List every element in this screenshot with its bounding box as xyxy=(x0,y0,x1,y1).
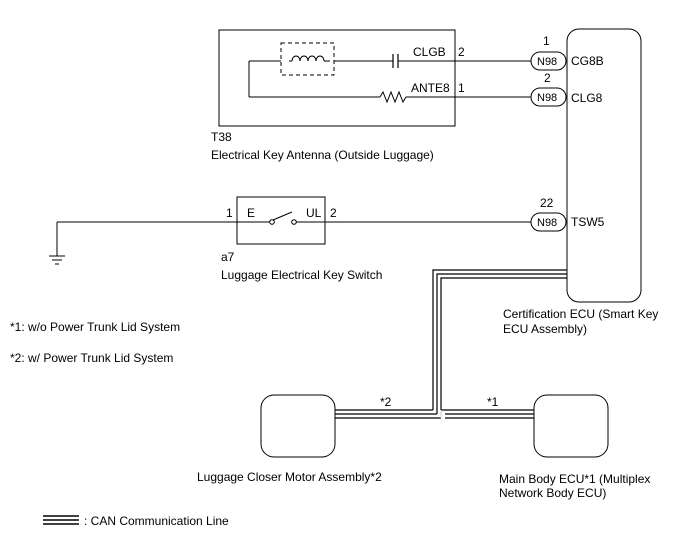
ecu-name-line1: Certification ECU (Smart Key xyxy=(503,307,658,321)
ecu-pin2-num: 2 xyxy=(544,71,551,85)
can-legend-icon xyxy=(43,515,79,525)
ecu-pin1-num: 1 xyxy=(543,34,550,48)
antenna-pin-clgb-num: 2 xyxy=(458,45,465,59)
antenna-coil-icon xyxy=(291,55,325,62)
switch-right-num: 2 xyxy=(330,206,337,220)
connector-n98-pin1 xyxy=(530,51,567,71)
ecu-pin1-label: CG8B xyxy=(571,54,604,68)
closer-motor-box xyxy=(260,394,336,458)
antenna-pin-clgb-label: CLGB xyxy=(413,45,446,59)
switch-code: a7 xyxy=(221,250,235,264)
ecu-pin22-num: 22 xyxy=(540,196,554,210)
antenna-box xyxy=(218,29,456,127)
antenna-coil-enclosure xyxy=(280,42,335,76)
switch-contact-left xyxy=(269,219,275,225)
antenna-pin-ante8-label: ANTE8 xyxy=(411,81,450,95)
connector-n98-pin1-label: N98 xyxy=(537,56,557,68)
main-body-ecu-box xyxy=(533,394,609,458)
ecu-pin22-label: TSW5 xyxy=(571,215,605,229)
switch-lever-icon xyxy=(272,211,293,221)
connector-n98-pin2 xyxy=(530,87,567,107)
connector-n98-pin2-label: N98 xyxy=(537,92,557,104)
switch-left-num: 1 xyxy=(226,206,233,220)
switch-right-label: UL xyxy=(306,206,322,220)
main-body-branch-mark: *1 xyxy=(487,395,499,409)
note-1: *1: w/o Power Trunk Lid System xyxy=(10,320,180,334)
certification-ecu-box xyxy=(566,28,642,303)
closer-branch-mark: *2 xyxy=(380,395,392,409)
closer-motor-name: Luggage Closer Motor Assembly*2 xyxy=(197,470,382,484)
switch-left-label: E xyxy=(247,206,255,220)
can-bus-lines xyxy=(335,269,567,419)
main-body-ecu-name-line2: Network Body ECU) xyxy=(499,486,606,500)
switch-box xyxy=(236,196,326,245)
antenna-name: Electrical Key Antenna (Outside Luggage) xyxy=(211,148,434,162)
switch-contact-right xyxy=(291,219,297,225)
connector-n98-pin22-label: N98 xyxy=(537,217,557,229)
resistor-icon xyxy=(379,90,407,104)
ground-icon xyxy=(49,255,65,265)
ecu-pin2-label: CLG8 xyxy=(571,91,603,105)
switch-name: Luggage Electrical Key Switch xyxy=(221,268,382,282)
note-2: *2: w/ Power Trunk Lid System xyxy=(10,351,173,365)
ecu-name-line2: ECU Assembly) xyxy=(503,322,587,336)
antenna-pin-ante8-num: 1 xyxy=(458,81,465,95)
can-legend-label: : CAN Communication Line xyxy=(84,514,229,528)
main-body-ecu-name-line1: Main Body ECU*1 (Multiplex xyxy=(499,472,650,486)
antenna-code: T38 xyxy=(211,130,232,144)
